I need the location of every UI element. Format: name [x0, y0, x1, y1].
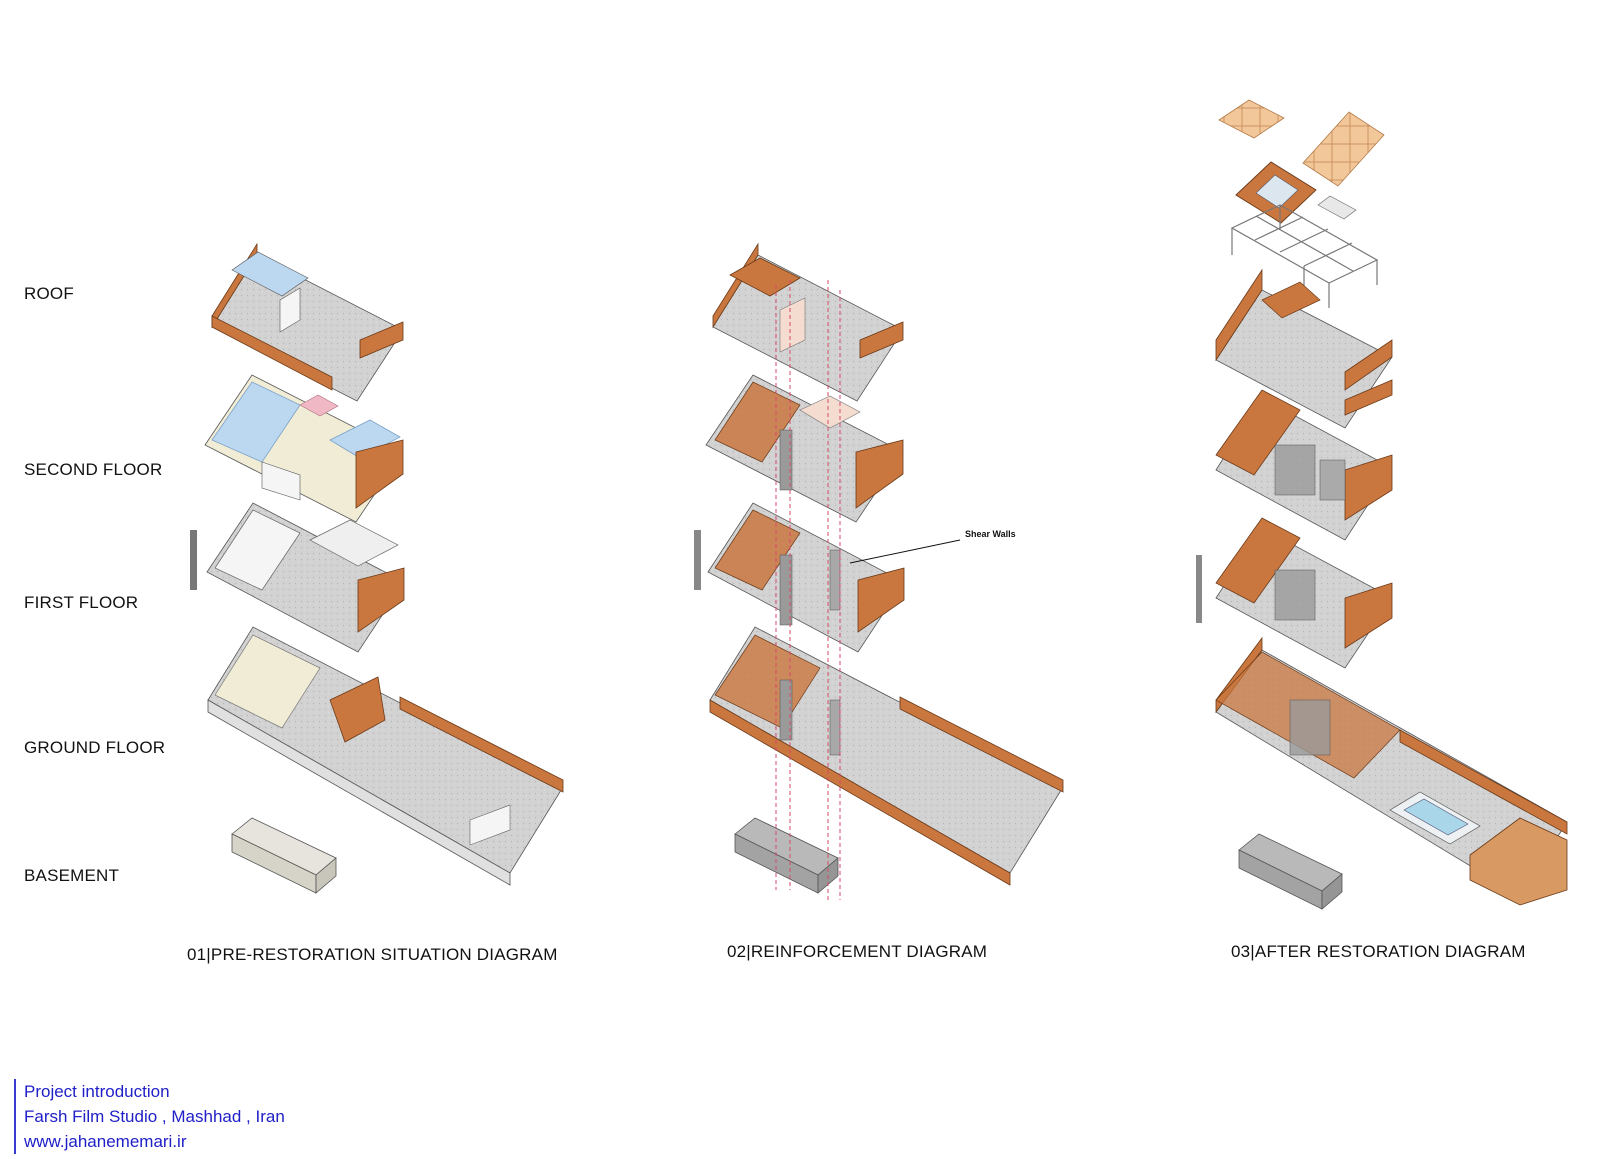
credits-project-introduction: Project introduction: [24, 1082, 170, 1101]
diagram-03-after-restoration: [1196, 99, 1568, 910]
d3-ground-floor-level: [1215, 636, 1568, 906]
caption-diagram-01: 01|PRE-RESTORATION SITUATION DIAGRAM: [187, 945, 558, 964]
d1-ground-floor-level: [207, 626, 564, 886]
d2-second-floor-level: [705, 374, 904, 523]
floor-label-second-floor: SECOND FLOOR: [24, 460, 163, 479]
d3-roof-level: [1215, 268, 1393, 429]
diagram-02-reinforcement: [694, 242, 1064, 900]
shear-walls-annotation: Shear Walls: [965, 529, 1016, 539]
d2-basement-level: [734, 817, 839, 894]
d3-basement-level: [1238, 833, 1343, 910]
floor-label-ground-floor: GROUND FLOOR: [24, 738, 166, 757]
floor-label-basement: BASEMENT: [24, 866, 120, 885]
reinforcement-lines: [775, 280, 841, 900]
credits-block: Project introduction Farsh Film Studio ,…: [14, 1079, 285, 1154]
floor-label-roof: ROOF: [24, 284, 74, 303]
floor-label-first-floor: FIRST FLOOR: [24, 593, 139, 612]
d2-first-floor-level: [694, 502, 905, 653]
d1-roof-level: [211, 242, 404, 402]
d3-second-floor-level: [1215, 389, 1393, 541]
d3-roof-frame: [1230, 204, 1379, 308]
d3-roof-components: [1218, 99, 1385, 308]
d1-basement-level: [231, 817, 337, 894]
d2-roof-level: [712, 242, 904, 402]
d3-first-floor-level: [1196, 517, 1393, 669]
diagram-01-pre-restoration: [190, 242, 564, 894]
caption-diagram-02: 02|REINFORCEMENT DIAGRAM: [727, 942, 988, 961]
shear-walls-leader-line: [849, 539, 961, 564]
d1-second-floor-level: [204, 374, 404, 523]
credits-project-name: Farsh Film Studio , Mashhad , Iran: [24, 1107, 285, 1126]
credits-website-link[interactable]: www.jahanememari.ir: [24, 1132, 187, 1151]
d1-first-floor-level: [190, 502, 405, 653]
caption-diagram-03: 03|AFTER RESTORATION DIAGRAM: [1231, 942, 1526, 961]
d2-ground-floor-level: [709, 626, 1064, 886]
